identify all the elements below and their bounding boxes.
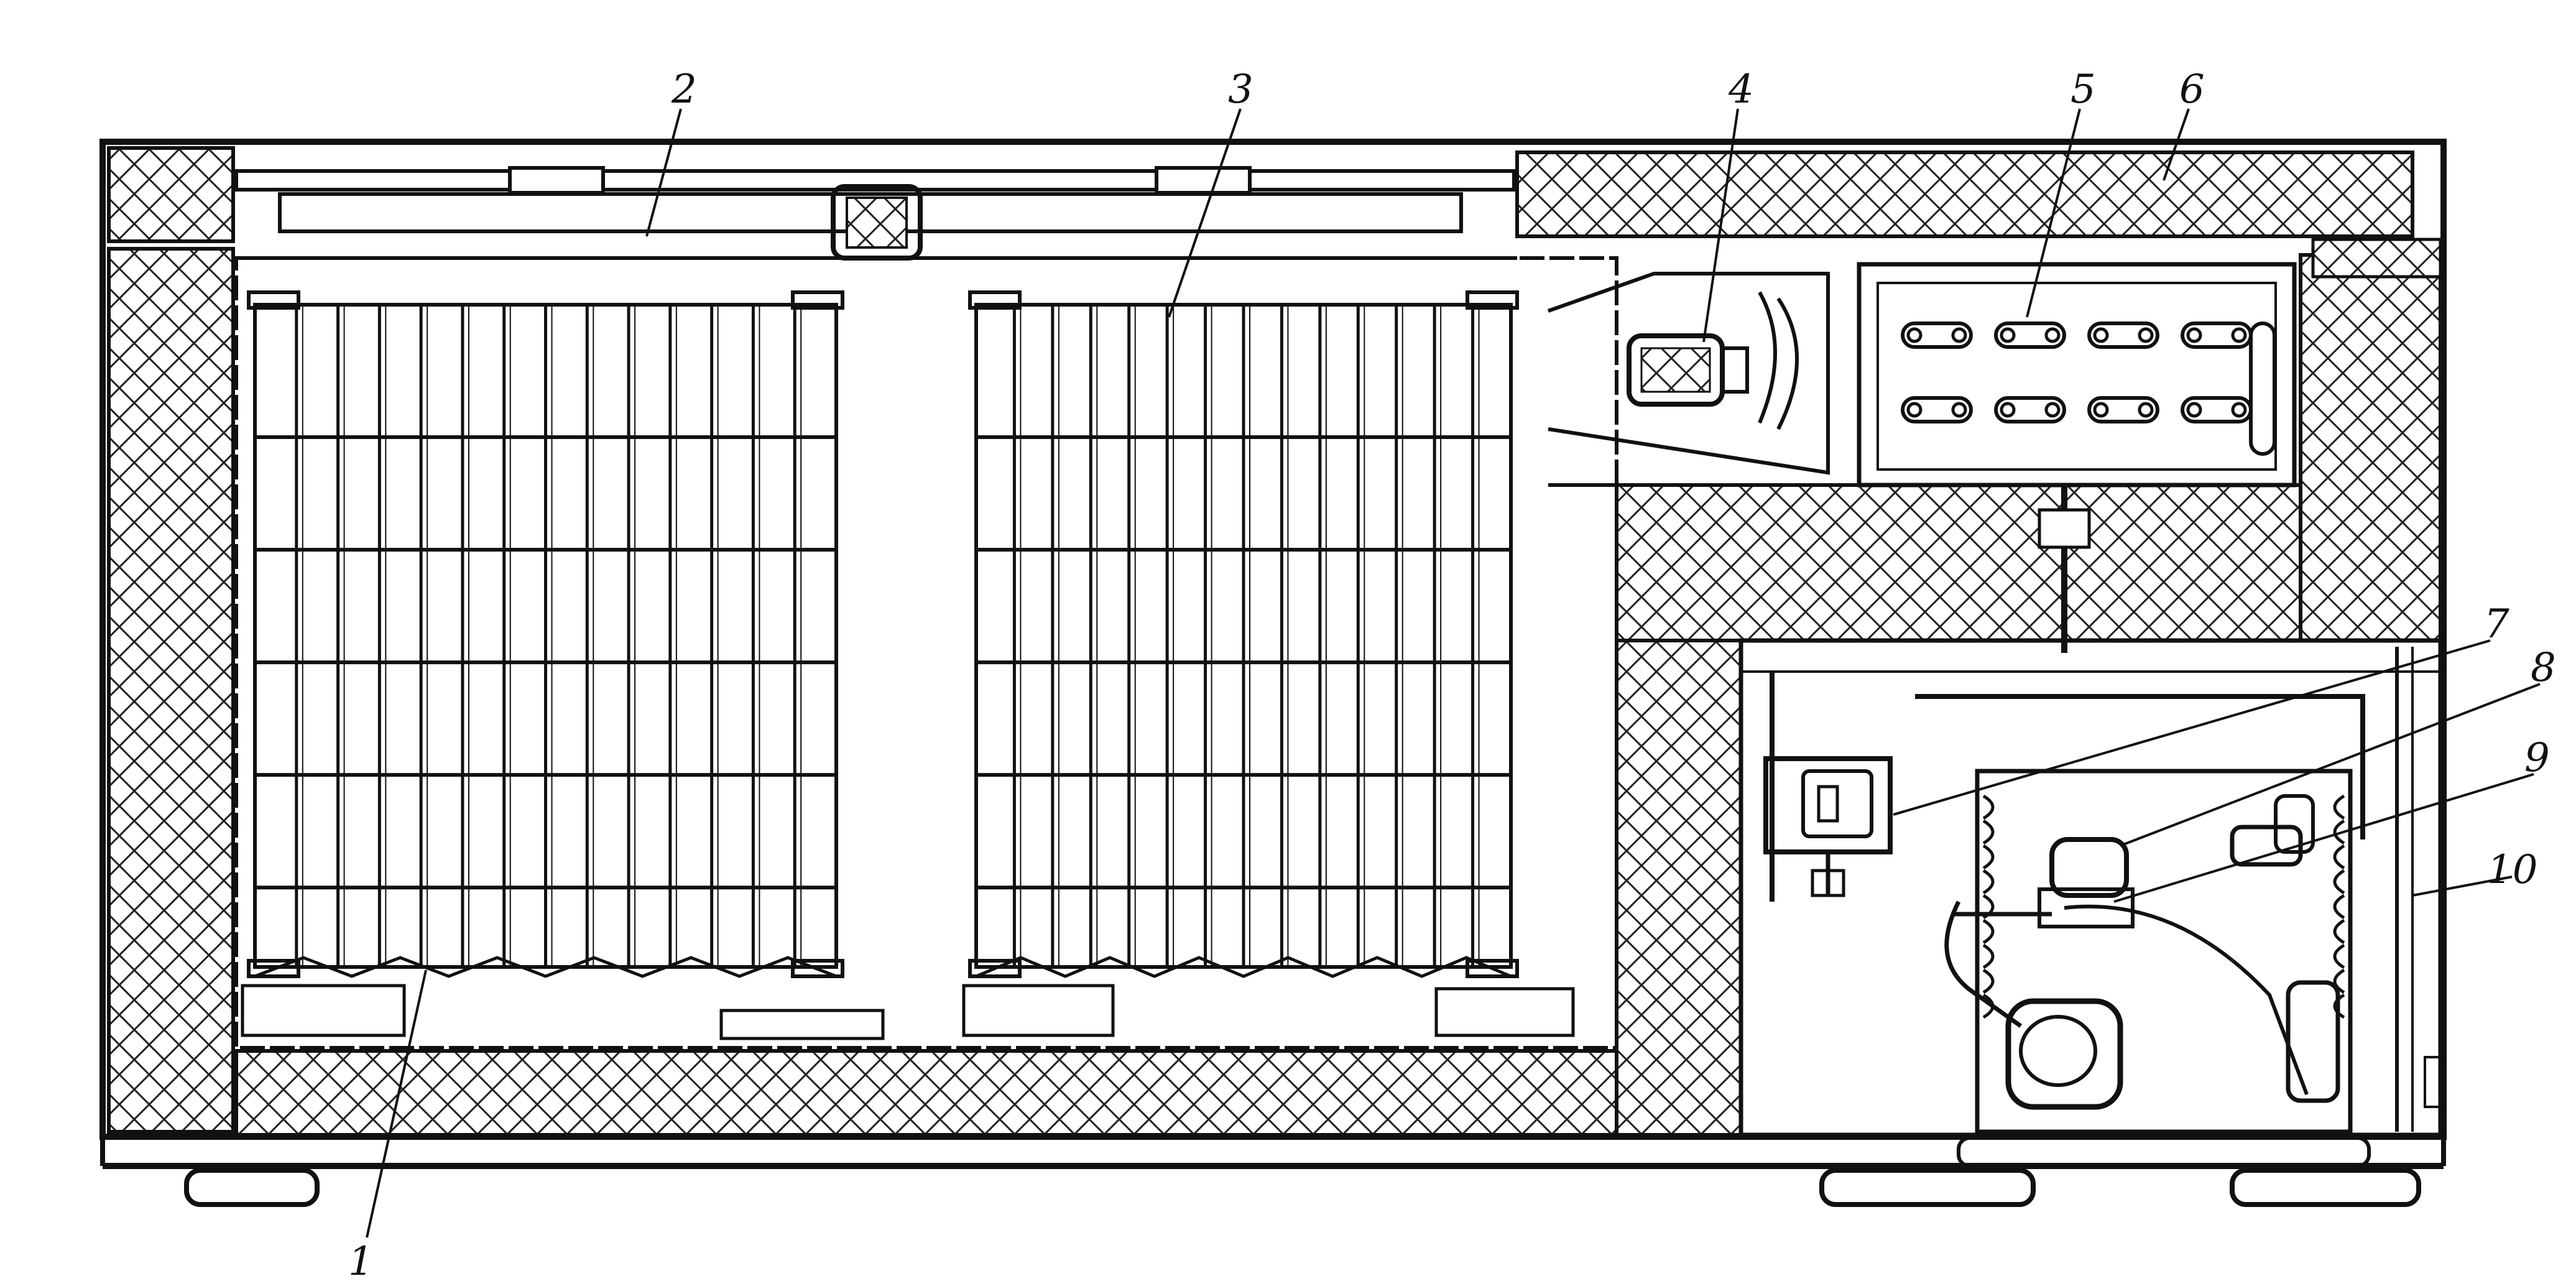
freezer-liner xyxy=(234,256,1618,1050)
label-9: 9 xyxy=(2524,735,2550,781)
sliding-lid xyxy=(234,166,1517,261)
callout-labels: 1 2 3 4 5 6 7 8 9 10 xyxy=(348,67,2556,1281)
label-3: 3 xyxy=(1228,67,1253,113)
label-4: 4 xyxy=(1728,67,1754,113)
insulation xyxy=(107,146,2442,1137)
leader-lines xyxy=(366,108,2541,1238)
label-6: 6 xyxy=(2179,67,2205,113)
feet xyxy=(184,1136,2421,1207)
label-1: 1 xyxy=(348,1239,374,1281)
evaporator xyxy=(1857,262,2297,653)
basket-supports xyxy=(241,984,1575,1040)
label-5: 5 xyxy=(2070,67,2096,113)
label-2: 2 xyxy=(671,67,697,113)
cabinet-body xyxy=(99,139,2447,1169)
basket-right xyxy=(968,290,1519,978)
machine-compartment xyxy=(1738,638,2443,1137)
label-8: 8 xyxy=(2531,645,2556,691)
label-10: 10 xyxy=(2487,847,2537,893)
label-7: 7 xyxy=(2484,601,2509,647)
condensing-unit xyxy=(1952,769,2353,1134)
starter-relay xyxy=(1763,756,1893,897)
basket-left xyxy=(247,290,844,978)
fan-motor xyxy=(1548,272,1859,487)
side-grille xyxy=(2395,647,2442,1132)
